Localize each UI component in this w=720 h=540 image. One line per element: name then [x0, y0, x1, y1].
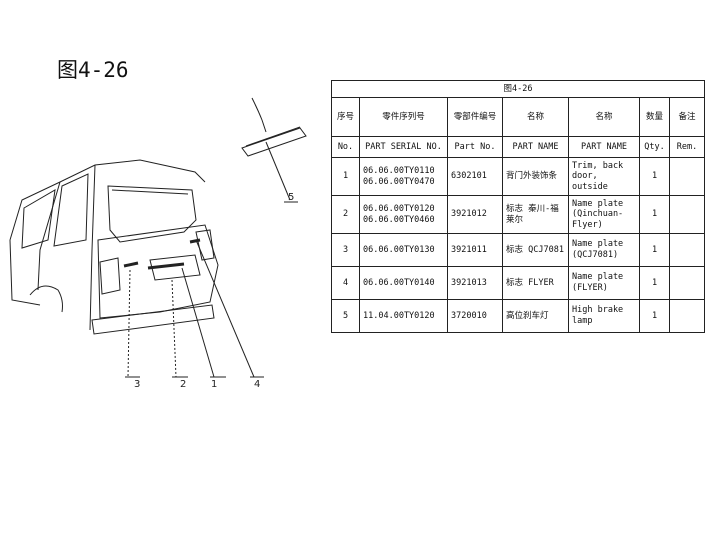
callout-3: 3	[134, 379, 140, 390]
table-row: 5 11.04.00TY0120 3720010 高位刹车灯 High brak…	[331, 299, 705, 333]
header-part-no-cn: 零部件编号	[447, 97, 503, 137]
header-serial-cn: 零件序列号	[359, 97, 448, 137]
header-qty-en: Qty.	[639, 136, 670, 158]
figure-title: 图4-26	[57, 58, 129, 82]
car-rear-illustration: 1 2 3 4 5	[9, 97, 307, 390]
callout-2: 2	[180, 379, 186, 390]
header-rem-en: Rem.	[669, 136, 705, 158]
header-no-en: No.	[331, 136, 360, 158]
table-caption: 图4-26	[331, 80, 705, 98]
header-no-cn: 序号	[331, 97, 360, 137]
car-rear-diagram: 1 2 3 4 5	[0, 90, 330, 390]
callout-4: 4	[254, 379, 260, 390]
header-part-no-en: Part No.	[447, 136, 503, 158]
header-name-en-cn: 名称	[568, 97, 640, 137]
parts-table: 图4-26 序号 零件序列号 零部件编号 名称 名称 数量 备注 No. PAR…	[331, 80, 705, 333]
header-name-en-en: PART NAME	[568, 136, 640, 158]
header-qty-cn: 数量	[639, 97, 670, 137]
header-name-cn-en: PART NAME	[502, 136, 569, 158]
header-name-cn: 名称	[502, 97, 569, 137]
callout-5: 5	[288, 192, 294, 203]
table-row: 3 06.06.00TY0130 3921011 标志 QCJ7081 Name…	[331, 233, 705, 267]
header-serial-en: PART SERIAL NO.	[359, 136, 448, 158]
callout-1: 1	[211, 379, 217, 390]
header-rem-cn: 备注	[669, 97, 705, 137]
table-row: 4 06.06.00TY0140 3921013 标志 FLYER Name p…	[331, 266, 705, 300]
